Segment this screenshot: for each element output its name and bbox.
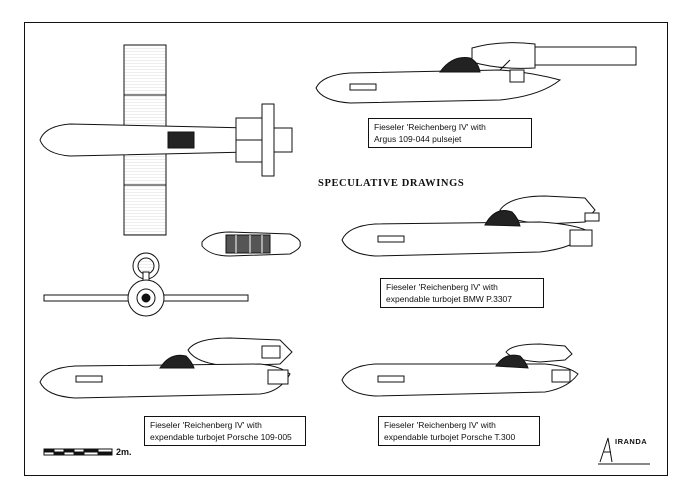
caption-line: Fieseler 'Reichenberg IV' with (384, 420, 496, 430)
caption-line: expendable turbojet Porsche 109-005 (150, 432, 292, 442)
side-view-bmw-drawing (341, 195, 600, 257)
caption-line: expendable turbojet Porsche T.300 (384, 432, 516, 442)
front-view-drawing (43, 252, 249, 317)
side-view-porsche-109-005-drawing (39, 337, 293, 399)
cutaway-drawing (201, 231, 301, 257)
caption-line: expendable turbojet BMW P.3307 (386, 294, 513, 304)
signature-text: IRANDA (615, 437, 648, 446)
scale-bar (43, 448, 113, 456)
side-view-porsche-t300-drawing (341, 343, 579, 397)
caption-line: Fieseler 'Reichenberg IV' with (386, 282, 498, 292)
signature-mark (598, 437, 650, 465)
caption-bmw: Fieseler 'Reichenberg IV' with expendabl… (380, 278, 544, 308)
caption-porsche-t300: Fieseler 'Reichenberg IV' with expendabl… (378, 416, 540, 446)
scale-label: 2m. (116, 447, 132, 457)
side-view-pulsejet-drawing (315, 42, 637, 104)
caption-line: Fieseler 'Reichenberg IV' with (150, 420, 262, 430)
caption-porsche-109-005: Fieseler 'Reichenberg IV' with expendabl… (144, 416, 306, 446)
caption-pulsejet: Fieseler 'Reichenberg IV' with Argus 109… (368, 118, 532, 148)
page-title: SPECULATIVE DRAWINGS (318, 178, 465, 189)
plan-view-drawing (39, 44, 293, 236)
caption-line: Argus 109-044 pulsejet (374, 134, 462, 144)
caption-line: Fieseler 'Reichenberg IV' with (374, 122, 486, 132)
